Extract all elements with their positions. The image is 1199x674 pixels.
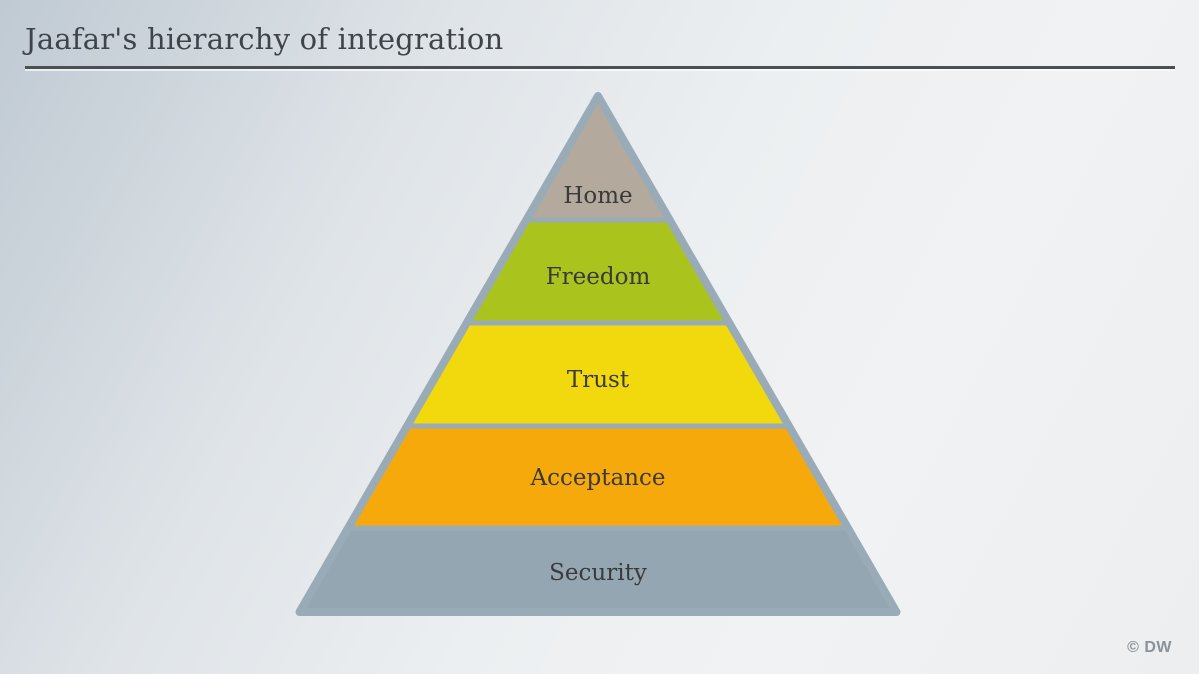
pyramid-divider-2 (299, 320, 897, 326)
pyramid-level-security (299, 528, 897, 612)
title-underline (25, 66, 1175, 69)
pyramid-label-home: Home (563, 183, 632, 209)
pyramid-outline (295, 92, 901, 616)
pyramid-divider-4 (299, 525, 897, 531)
pyramid-divider-3 (299, 423, 897, 429)
pyramid-label-security: Security (549, 560, 647, 586)
pyramid-label-acceptance: Acceptance (530, 465, 666, 491)
copyright-credit: © DW (1127, 639, 1172, 656)
pyramid-divider-1 (299, 217, 897, 223)
page-title: Jaafar's hierarchy of integration (25, 22, 504, 56)
pyramid-label-trust: Trust (567, 367, 630, 393)
pyramid-label-freedom: Freedom (546, 264, 651, 290)
